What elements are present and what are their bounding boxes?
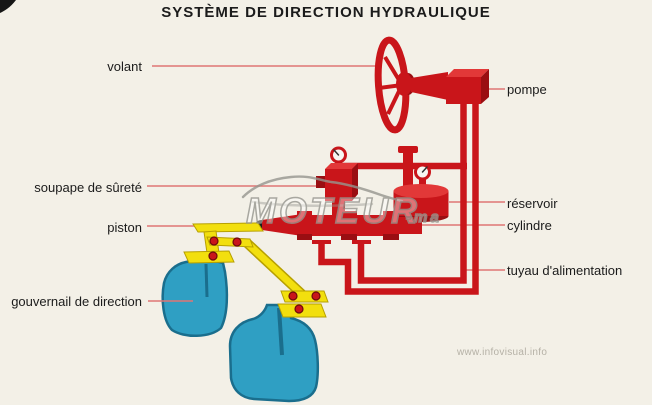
piston-rod [262,214,302,236]
steering-shaft [411,72,448,100]
tiller-bar [192,222,264,233]
flange-shade [341,234,357,240]
watermark-suffix: -ma [406,209,442,226]
cylinder-flange [297,211,312,240]
flange-shade [383,234,399,240]
filler-neck [403,150,413,190]
gauge2-needle [421,166,428,173]
pivot-bolt [288,291,298,301]
steering-linkage [183,222,329,318]
car-silhouette-icon [241,175,404,203]
pump-side [481,69,489,104]
wheel-hub [396,72,412,96]
label-piston: piston [107,220,142,235]
cylinder-barrel [312,215,341,236]
cylinder-port [312,240,331,244]
cylinder-tail [399,217,422,234]
pivot-bolt [232,237,242,247]
valve-side [352,163,358,201]
rudders [161,259,320,403]
cylinder-port [352,240,371,244]
valve-top [325,163,358,169]
steering-wheel [374,36,448,134]
watermark-brand: MOTEUR [246,190,420,231]
rudder-stock-1 [204,263,209,298]
cylinder-barrel [357,215,383,236]
diagram-title: SYSTÈME DE DIRECTION HYDRAULIQUE [161,4,491,21]
rudder-stock-2 [277,307,284,356]
valve-nub [316,176,326,188]
watermark: MOTEUR -ma [241,175,442,232]
label-volant: volant [107,59,142,74]
label-soupape: soupape de sûreté [34,180,142,195]
outer-pipe [318,101,479,295]
pivot-bolt [209,236,219,246]
gauge2-stem [419,177,426,187]
pump-body [446,77,481,104]
label-reservoir: réservoir [507,196,558,211]
tank-top [393,184,449,198]
inner-pipe [357,101,467,284]
tie-rod [244,240,308,300]
filler-cap [398,146,418,153]
cylinder-flange [383,211,399,240]
stock-plate-2 [280,290,329,303]
reservoir [393,146,449,222]
rudder-blade-1 [161,259,229,337]
flange-shade [297,234,312,240]
hydraulic-cylinder [255,211,422,244]
corner-artifact [0,0,16,13]
pump [446,69,489,104]
gauge-needle [333,149,340,156]
pump-top [446,69,489,77]
label-cylindre: cylindre [507,218,552,233]
label-tuyau: tuyau d'alimentation [507,263,623,278]
rudder-blade-2 [228,303,320,403]
watermark-url: www.infovisual.info [457,347,548,358]
cylinder-flange [341,211,357,240]
pivot-bolt [311,291,321,301]
pivot-bolt [294,304,304,314]
label-pompe: pompe [507,82,547,97]
pivot-bolt [208,251,218,261]
car-silhouette-base [251,200,374,207]
label-gouvernail: gouvernail de direction [11,294,142,309]
